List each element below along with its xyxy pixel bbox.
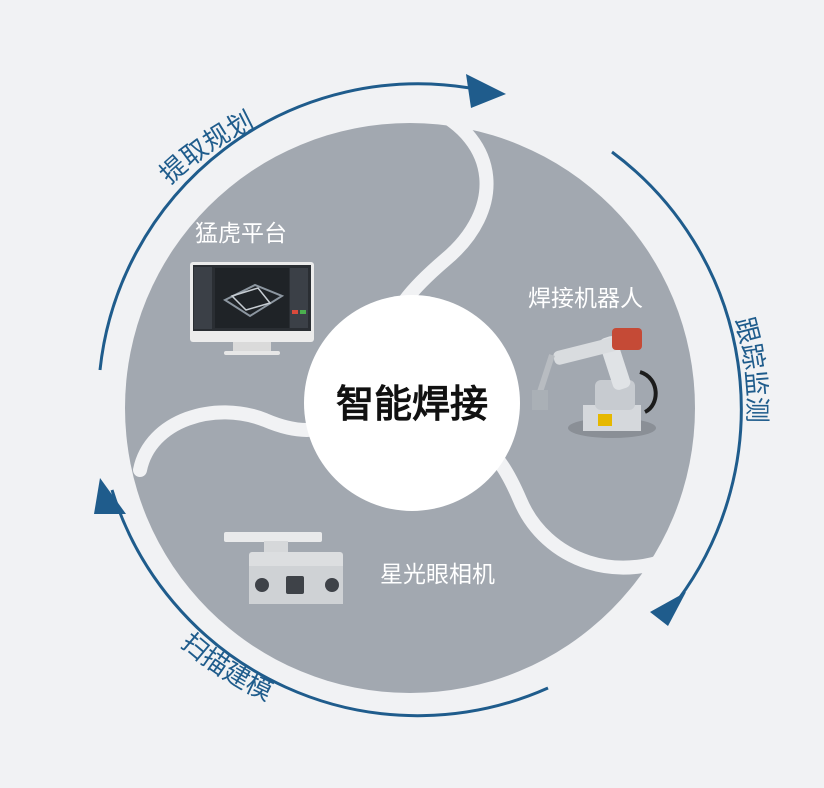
arrowheads [94,74,686,626]
arrowhead-right [650,592,686,626]
cycle-arrows [98,82,743,718]
center-label: 智能焊接 [336,382,488,426]
monitor-icon [190,262,314,355]
segment-label-camera: 星光眼相机 [380,562,495,588]
segment-label-monitor: 猛虎平台 [195,221,287,247]
cycle-label-right: 跟踪监测 [728,314,771,423]
arrowhead-top [466,74,506,108]
arrow-bottom [110,489,549,718]
arrow-top [98,82,471,371]
welding-robot-icon [532,328,658,438]
camera-icon [224,532,343,604]
arrowhead-bottom [94,478,126,514]
segment-label-robot: 焊接机器人 [528,286,643,312]
center-circle [304,295,520,511]
arrow-right [611,150,743,601]
